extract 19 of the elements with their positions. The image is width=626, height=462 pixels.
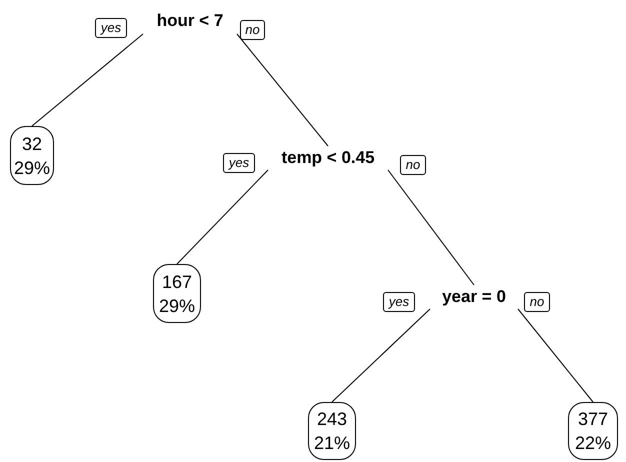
leaf-node: 243 21%	[308, 402, 356, 460]
leaf-node: 377 22%	[568, 402, 618, 460]
leaf-node: 167 29%	[153, 264, 201, 323]
branch-tag: yes	[383, 292, 415, 312]
branch-tag: yes	[223, 153, 255, 173]
branch-line	[332, 308, 430, 402]
split-condition: hour < 7	[143, 8, 237, 34]
branch-line	[388, 170, 474, 286]
branch-tag: no	[240, 20, 265, 40]
leaf-node: 32 29%	[10, 126, 54, 185]
split-condition: year = 0	[430, 285, 518, 309]
branch-tag: no	[524, 292, 550, 312]
split-condition: temp < 0.45	[268, 146, 388, 170]
branch-line	[176, 170, 268, 264]
branch-tag: yes	[95, 18, 127, 38]
branch-line	[518, 308, 594, 402]
branch-line	[236, 34, 328, 146]
branch-tag: no	[400, 155, 426, 175]
branch-line	[32, 34, 144, 126]
